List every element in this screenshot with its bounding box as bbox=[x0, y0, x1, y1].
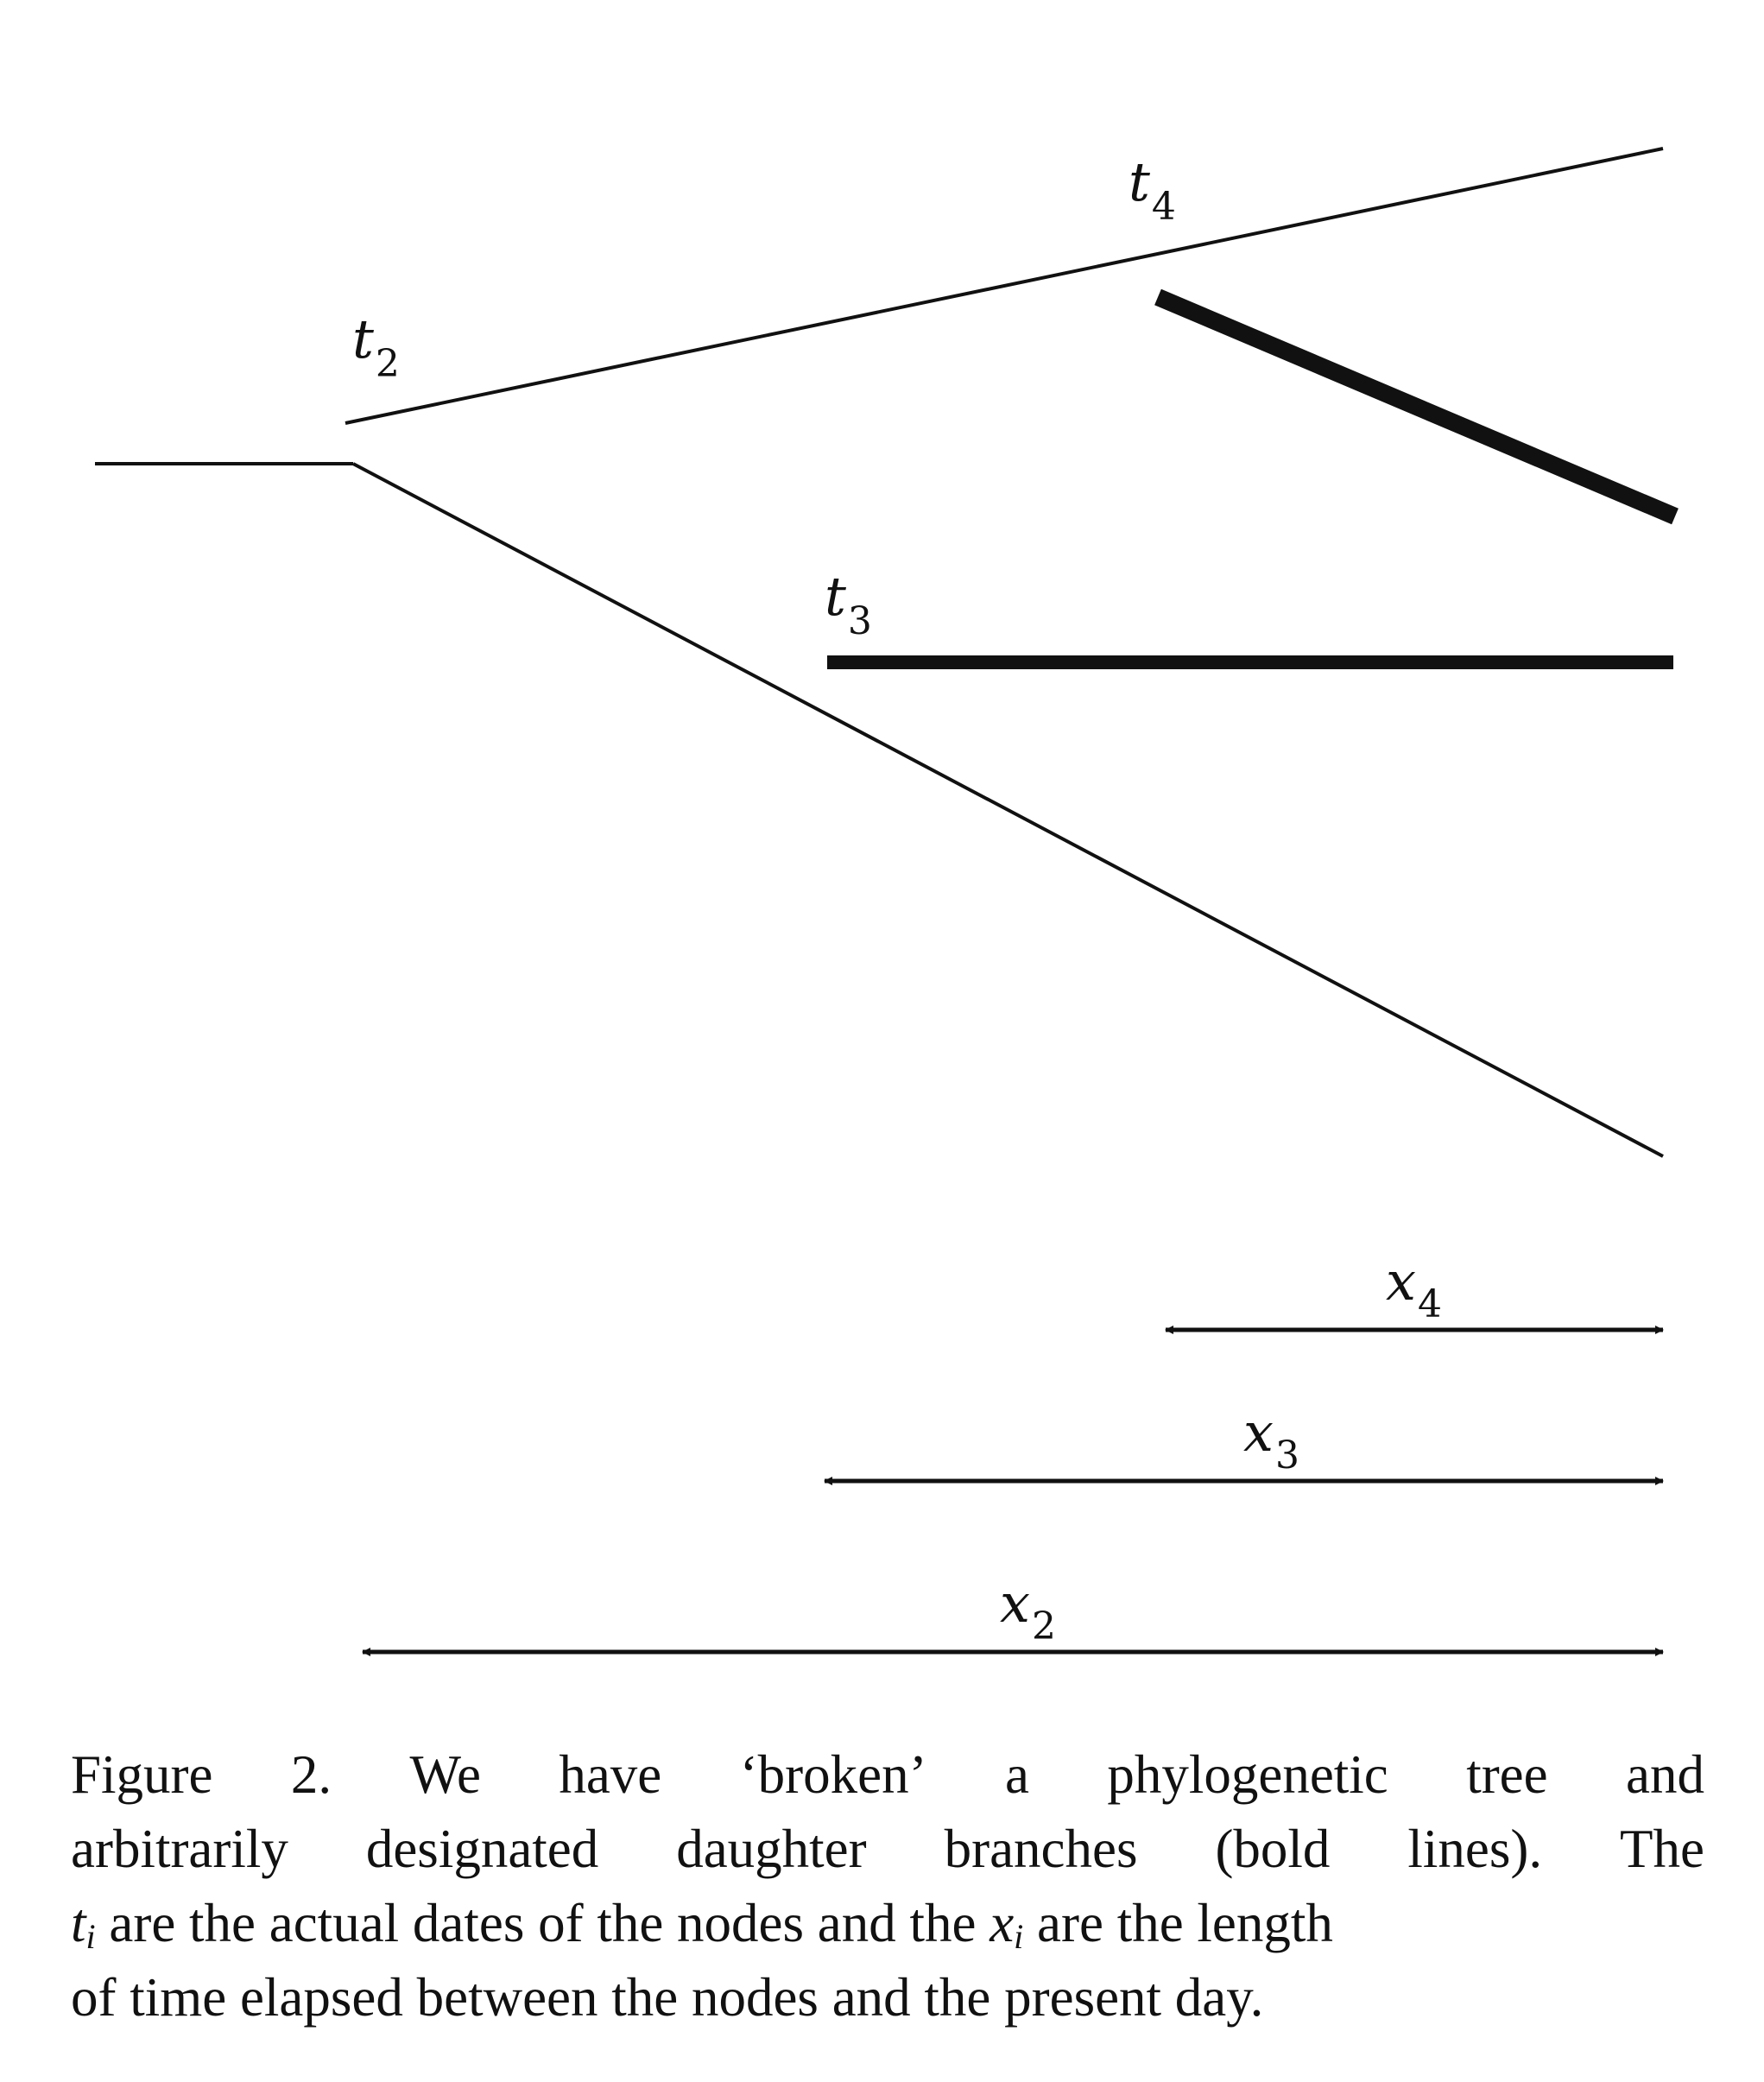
interval-label-x4-sub: 4 bbox=[1418, 1282, 1442, 1326]
node-label-t2-sub: 2 bbox=[376, 342, 400, 386]
caption-word: We bbox=[409, 1744, 481, 1805]
caption-var-t: ti bbox=[71, 1893, 96, 1956]
caption-var-x-letter: x bbox=[989, 1893, 1015, 1953]
caption-word: Figure bbox=[71, 1744, 213, 1805]
caption-line-3-end: are the length bbox=[1023, 1893, 1333, 1953]
node-label-t3-sub: 3 bbox=[848, 599, 872, 643]
figure-caption: Figure 2. We have ‘broken’ a phylogeneti… bbox=[71, 1737, 1704, 2035]
upper-branch-from-t2 bbox=[345, 147, 1664, 425]
interval-label-x4-letter: x bbox=[1386, 1250, 1416, 1313]
phylogenetic-tree-diagram: t2 t3 t4 x4 x3 x2 bbox=[95, 147, 1679, 1656]
caption-line-3: ti are the actual dates of the nodes and… bbox=[71, 1886, 1704, 1960]
bold-daughter-branch-t4[interactable] bbox=[1154, 288, 1679, 525]
caption-word: and bbox=[1626, 1744, 1704, 1805]
node-label-t4: t4 bbox=[1129, 150, 1176, 229]
interval-label-x3-letter: x bbox=[1243, 1401, 1274, 1464]
caption-word: daughter bbox=[676, 1819, 867, 1879]
caption-word: lines). bbox=[1407, 1819, 1543, 1879]
lower-branch-from-root bbox=[352, 462, 1664, 1158]
caption-word: The bbox=[1620, 1819, 1704, 1879]
interval-label-x2-sub: 2 bbox=[1032, 1604, 1056, 1649]
caption-word: 2. bbox=[290, 1744, 332, 1805]
caption-var-x-sub: i bbox=[1014, 1917, 1024, 1956]
caption-var-x: xi bbox=[989, 1893, 1024, 1956]
node-label-t2: t2 bbox=[352, 307, 400, 386]
caption-word: ‘broken’ bbox=[739, 1744, 927, 1805]
caption-var-t-letter: t bbox=[71, 1893, 86, 1953]
caption-word: (bold bbox=[1215, 1819, 1331, 1879]
interval-label-x3: x3 bbox=[1243, 1401, 1299, 1478]
interval-label-x2-letter: x bbox=[1000, 1572, 1030, 1635]
caption-word: have bbox=[559, 1744, 662, 1805]
node-label-t4-sub: 4 bbox=[1152, 185, 1176, 229]
interval-label-x3-sub: 3 bbox=[1275, 1433, 1299, 1478]
caption-word: designated bbox=[365, 1819, 599, 1879]
node-label-t2-letter: t bbox=[352, 307, 374, 370]
caption-word: arbitrarily bbox=[71, 1819, 288, 1879]
caption-line-1: Figure 2. We have ‘broken’ a phylogeneti… bbox=[71, 1737, 1704, 1812]
caption-line-2: arbitrarily designated daughter branches… bbox=[71, 1812, 1704, 1886]
caption-word: phylogenetic bbox=[1107, 1744, 1388, 1805]
node-label-t3-letter: t bbox=[825, 565, 846, 628]
caption-line-3-mid: are the actual dates of the nodes and th… bbox=[95, 1893, 990, 1953]
interval-label-x2: x2 bbox=[1000, 1572, 1056, 1649]
tree-svg: t2 t3 t4 x4 x3 x2 bbox=[95, 147, 1679, 1656]
caption-word: branches bbox=[944, 1819, 1138, 1879]
caption-line-4: of time elapsed between the nodes and th… bbox=[71, 1967, 1264, 2028]
interval-label-x4: x4 bbox=[1386, 1250, 1442, 1326]
caption-word: tree bbox=[1466, 1744, 1548, 1805]
caption-word: a bbox=[1005, 1744, 1029, 1805]
caption-var-t-sub: i bbox=[85, 1917, 96, 1956]
node-label-t4-letter: t bbox=[1129, 150, 1150, 213]
node-label-t3: t3 bbox=[825, 565, 872, 643]
